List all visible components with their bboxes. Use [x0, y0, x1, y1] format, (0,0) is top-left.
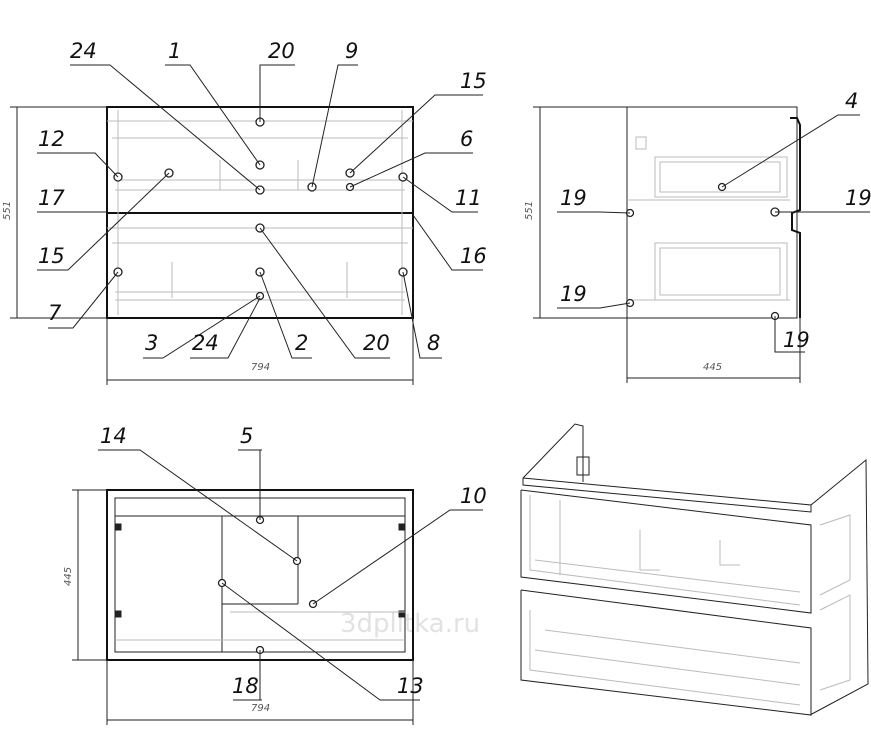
callout-label: 3 [145, 331, 158, 355]
callout-label: 2 [295, 331, 308, 355]
side-outline [626, 106, 798, 319]
isometric-internal-detail [529, 495, 851, 706]
side-leader-lines [557, 114, 870, 353]
callout-label: 12 [38, 127, 65, 151]
callout-label: 19 [783, 328, 810, 352]
callout-label: 24 [192, 331, 219, 355]
callout-label: 19 [845, 186, 871, 210]
callout-label: 24 [70, 39, 97, 63]
bottom-leader-lines [98, 449, 483, 701]
isometric-view [520, 423, 869, 716]
callout-label: 18 [232, 674, 259, 698]
side-view: 551 445 4 19 19 19 19 [524, 89, 871, 383]
height-dimension: 551 [524, 201, 535, 220]
callout-label: 5 [240, 424, 253, 448]
callout-label: 16 [460, 244, 487, 268]
width-dimension: 794 [251, 362, 270, 373]
callout-label: 11 [455, 186, 482, 210]
callout-label: 9 [345, 39, 358, 63]
callout-label: 1 [168, 39, 181, 63]
front-view: 551 794 [2, 39, 487, 385]
callout-label: 8 [427, 331, 440, 355]
height-dimension: 551 [2, 201, 13, 220]
callout-label: 19 [560, 282, 587, 306]
callout-label: 20 [363, 331, 390, 355]
callout-label: 4 [845, 89, 858, 113]
callout-label: 15 [38, 244, 65, 268]
depth-dimension: 445 [703, 362, 722, 373]
width-dimension: 794 [251, 703, 270, 714]
callout-label: 14 [100, 424, 127, 448]
watermark: 3dplitka.ru [340, 609, 480, 639]
bottom-view: 445 794 14 5 10 13 18 [63, 424, 487, 725]
front-leader-lines [37, 64, 483, 359]
callout-label: 17 [38, 186, 65, 210]
callout-label: 20 [268, 39, 295, 63]
callout-label: 7 [48, 301, 62, 325]
callout-label: 10 [460, 484, 487, 508]
callout-label: 15 [460, 69, 487, 93]
side-internal-detail [627, 136, 790, 301]
callout-label: 13 [397, 674, 424, 698]
depth-dimension: 445 [63, 567, 74, 586]
callout-label: 6 [460, 127, 473, 151]
callout-label: 19 [560, 186, 587, 210]
